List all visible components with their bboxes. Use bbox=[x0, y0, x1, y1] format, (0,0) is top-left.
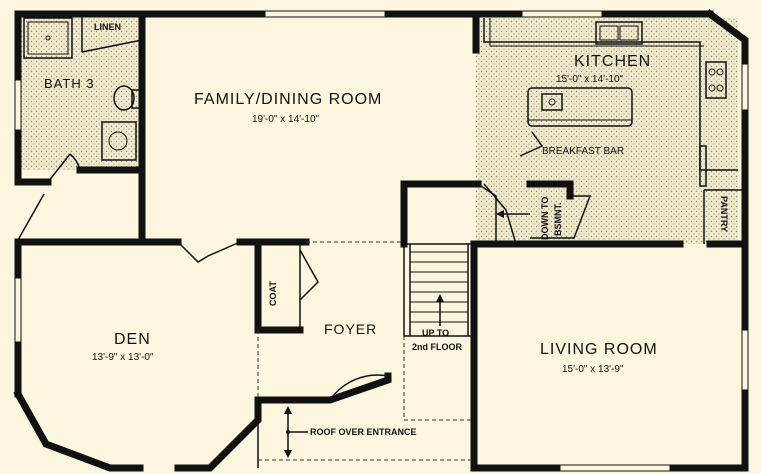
family-room-name: FAMILY/DINING ROOM bbox=[194, 91, 382, 108]
dashed-openings bbox=[257, 241, 474, 461]
foyer-label: FOYER bbox=[324, 321, 377, 337]
kitchen-counters bbox=[483, 18, 738, 187]
up-to-label-1: UP TO bbox=[422, 328, 449, 338]
breakfast-bar-label: BREAKFAST BAR bbox=[542, 146, 624, 157]
family-room-dims: 19'-0" x 14'-10" bbox=[252, 114, 320, 125]
stairs-up bbox=[403, 243, 475, 337]
coat-label: COAT bbox=[268, 281, 278, 306]
up-to-label-2: 2nd FLOOR bbox=[412, 342, 462, 352]
living-room-name: LIVING ROOM bbox=[540, 341, 658, 358]
bath-floor bbox=[20, 14, 142, 170]
bath-label: BATH 3 bbox=[44, 76, 95, 91]
living-room-dims: 15'-0" x 13'-9" bbox=[562, 364, 624, 375]
stairs-down bbox=[477, 183, 592, 245]
kitchen-name: KITCHEN bbox=[574, 53, 651, 70]
den-name: DEN bbox=[114, 331, 151, 348]
linen-label: LINEN bbox=[94, 22, 121, 32]
windows bbox=[14, 10, 749, 472]
den-dims: 13'-9" x 13'-0" bbox=[92, 352, 154, 363]
roof-over-entrance-label: ROOF OVER ENTRANCE bbox=[310, 427, 417, 437]
kitchen-dims: 15'-0" x 14'-10" bbox=[556, 74, 624, 85]
down-to-label-1: DOWN TO bbox=[540, 197, 550, 240]
kitchen-floor bbox=[476, 18, 738, 244]
down-to-label-2: BSMNT. bbox=[553, 203, 563, 237]
bath-fixtures bbox=[23, 17, 141, 161]
pantry-label: PANTRY bbox=[719, 196, 729, 232]
